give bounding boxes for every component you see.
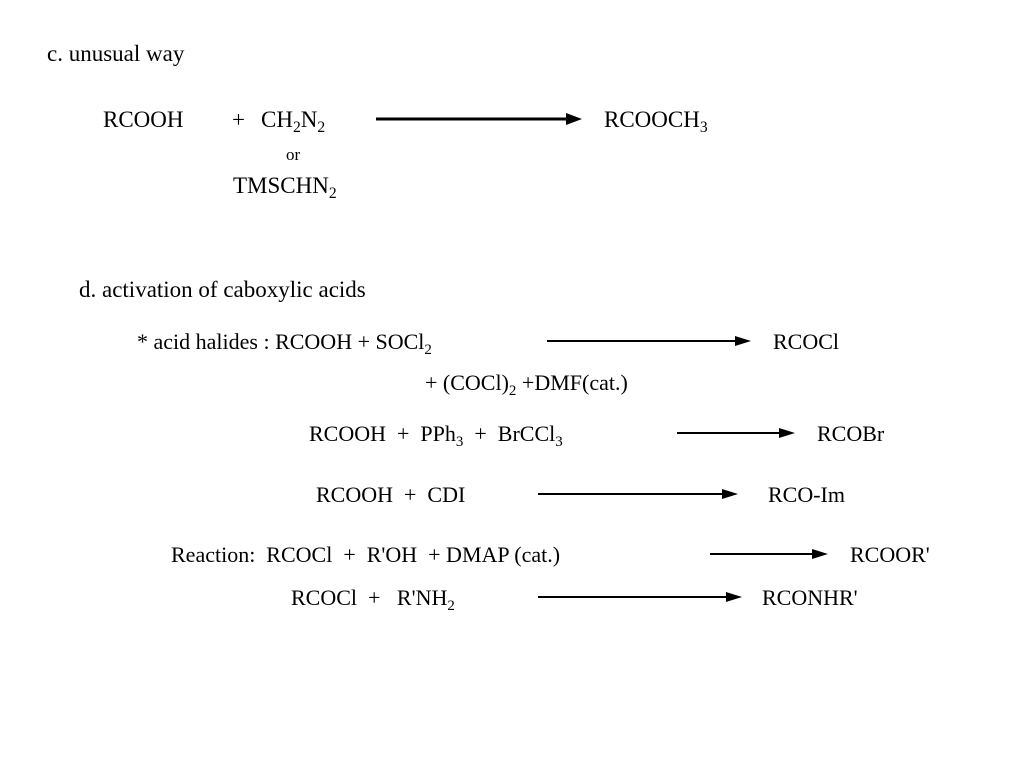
section-d-heading: d. activation of caboxylic acids: [79, 277, 366, 302]
product-rcooch3: RCOOCH3: [604, 107, 708, 136]
reaction-arrow-pph3: [677, 422, 795, 446]
or-label: or: [286, 145, 301, 164]
alt-reagent-oxalyl-chloride: + (COCl)2 +DMF(cat.): [425, 370, 628, 399]
reaction-arrow-cdi: [538, 483, 738, 507]
product-rconhr: RCONHR': [762, 585, 858, 610]
product-rcobr: RCOBr: [817, 421, 885, 446]
reagent-tmschn2: TMSCHN2: [233, 173, 337, 202]
acid-halides-reactants: * acid halides : RCOOH + SOCl2: [137, 329, 432, 358]
reactant-rcooh: RCOOH: [103, 107, 184, 132]
cdi-reactants: RCOOH + CDI: [316, 482, 466, 507]
reaction-arrow-ester: [710, 543, 828, 567]
amide-reaction-reactants: RCOCl + R'NH2: [291, 585, 455, 614]
product-rcoor: RCOOR': [850, 542, 930, 567]
ester-reaction-reactants: Reaction: RCOCl + R'OH + DMAP (cat.): [171, 542, 561, 567]
reaction-arrow-acid-halides: [547, 330, 751, 354]
product-rcocl: RCOCl: [773, 329, 840, 354]
reagent-ch2n2: CH2N2: [261, 107, 326, 136]
reaction-arrow-c: [376, 108, 582, 132]
reaction-arrow-amide: [538, 586, 742, 610]
pph3-reactants: RCOOH + PPh3 + BrCCl3: [309, 421, 563, 450]
plus-sign: +: [232, 107, 245, 132]
section-c-heading: c. unusual way: [47, 41, 185, 66]
product-rco-im: RCO-Im: [768, 482, 845, 507]
